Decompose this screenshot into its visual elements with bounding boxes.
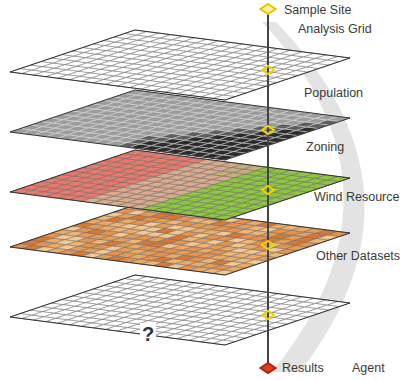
sample-diamond (261, 363, 276, 373)
layer-outline (10, 90, 350, 160)
layer-label: Sample Site (284, 3, 351, 17)
sample-diamond (261, 4, 276, 14)
sample-diamond (262, 186, 274, 194)
layer-label: Other Datasets (316, 249, 400, 263)
data-layer (10, 275, 350, 345)
layer-label: Results (282, 361, 324, 375)
sample-diamond (262, 126, 274, 134)
layer-label: Zoning (306, 140, 344, 154)
data-layer (10, 30, 350, 100)
layer-label: Population (304, 86, 363, 100)
layer-outline (10, 150, 350, 220)
data-layer (10, 205, 350, 275)
sample-diamond (262, 66, 274, 74)
sample-diamond (262, 241, 274, 249)
layer-label: Wind Resource (314, 190, 399, 204)
data-layer (10, 90, 350, 160)
layer-outline (10, 30, 350, 100)
layer-label: Analysis Grid (298, 22, 372, 36)
pole-line (267, 8, 269, 368)
layer-label: Agent (352, 361, 385, 375)
sample-diamond (262, 311, 274, 319)
unknown-mark: ? (140, 323, 156, 346)
layer-stack (10, 30, 350, 345)
sample-pole (261, 4, 276, 373)
layer-outline (10, 205, 350, 275)
layer-outline (10, 275, 350, 345)
data-layer (10, 150, 350, 220)
